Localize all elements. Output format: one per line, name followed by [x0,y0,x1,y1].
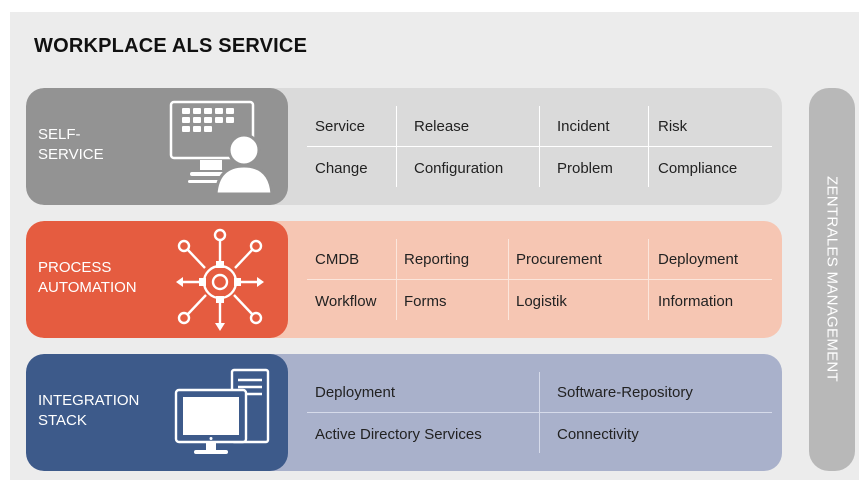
layer-label: SELF- SERVICE [38,125,178,165]
grid-cell: Connectivity [557,426,639,443]
grid-cell: Software-Repository [557,384,693,401]
grid-cell: Deployment [315,384,396,401]
service-grid: Service Release Incident Risk Change Con… [307,106,772,187]
gear-network-icon [176,228,264,331]
layer-label: PROCESS AUTOMATION [38,258,178,298]
grid-cell: Procurement [516,251,602,268]
layer-label-line1: PROCESS [38,259,112,276]
grid-cell: Configuration [414,160,504,177]
grid-cell: CMDB [315,251,360,268]
grid-divider [307,412,772,413]
layer-label-line2: SERVICE [38,146,104,163]
central-management-bar: ZENTRALES MANAGEMENT [809,88,855,471]
grid-cell: Deployment [658,251,739,268]
layer-label-panel: INTEGRATION STACK [26,354,288,471]
service-grid: Deployment Software-Repository Active Di… [307,372,772,453]
layer-label: INTEGRATION STACK [38,391,178,431]
grid-cell: Workflow [315,293,377,310]
layer-label-line1: SELF- [38,126,81,143]
grid-cell: Problem [557,160,613,177]
central-management-label: ZENTRALES MANAGEMENT [823,175,841,383]
grid-cell: Service [315,118,366,135]
monitor-user-icon [169,100,274,194]
grid-divider [307,279,772,280]
layer-label-line2: AUTOMATION [38,279,137,296]
grid-cell: Compliance [658,160,738,177]
service-grid: CMDB Reporting Procurement Deployment Wo… [307,239,772,320]
layer-label-line2: STACK [38,412,87,429]
grid-divider [307,146,772,147]
grid-cell: Logistik [516,293,567,310]
layer-label-line1: INTEGRATION [38,392,140,409]
grid-cell: Incident [557,118,610,135]
diagram-title: WORKPLACE ALS SERVICE [34,35,308,57]
computer-tower-icon [174,368,270,454]
layer-integration-stack: INTEGRATION STACK Deployment Software-Re… [26,354,782,471]
grid-cell: Change [315,160,368,177]
grid-cell: Release [414,118,470,135]
layer-process-automation: PROCESS AUTOMATION [26,221,782,338]
grid-cell: Risk [658,118,688,135]
grid-cell: Forms [404,293,447,310]
grid-cell: Information [658,293,734,310]
layer-label-panel: SELF- SERVICE [26,88,288,205]
grid-cell: Reporting [404,251,470,268]
layer-label-panel: PROCESS AUTOMATION [26,221,288,338]
layer-self-service: SELF- SERVICE Service [26,88,782,205]
grid-cell: Active Directory Services [315,426,482,443]
